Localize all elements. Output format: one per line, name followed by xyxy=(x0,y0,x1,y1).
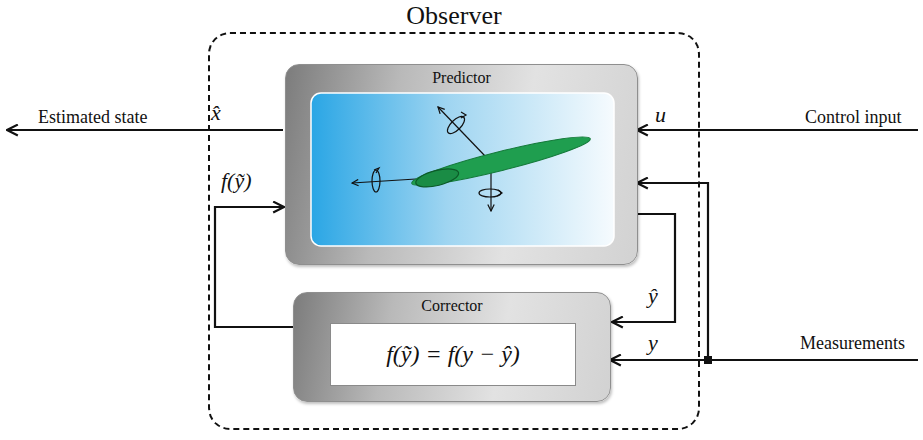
pitch-rotation xyxy=(445,114,468,137)
signal-name: ŷ xyxy=(648,283,658,309)
pitch-arrow xyxy=(461,112,466,118)
yaw-arrow xyxy=(497,190,502,196)
canopy xyxy=(414,165,460,190)
pitch-axis xyxy=(438,107,486,157)
signal-name: y xyxy=(648,330,658,356)
input-label: Measurements xyxy=(800,330,905,356)
signal-name: u xyxy=(655,102,666,128)
box-title: Predictor xyxy=(432,65,491,89)
aircraft-illustration xyxy=(286,65,639,266)
signal-arrow xyxy=(215,207,293,327)
yaw-rotation xyxy=(479,189,501,197)
output-label: Estimated state xyxy=(38,104,147,130)
signal-name: f(ỹ) xyxy=(221,168,252,194)
aircraft-body xyxy=(409,130,592,193)
input-wire xyxy=(637,129,918,131)
roll-axis xyxy=(352,179,416,183)
observer-boundary: Observer PredictorCorr xyxy=(208,32,700,430)
box-title: Corrector xyxy=(421,293,482,317)
formula-box: f(ỹ) = f(y − ŷ) xyxy=(330,323,576,386)
signal-name: x̂ xyxy=(211,100,221,126)
group-title: Observer xyxy=(406,1,501,31)
measurement-branch xyxy=(637,183,708,360)
roll-arrow xyxy=(374,168,379,173)
junction-dot xyxy=(704,356,712,364)
measurement-wire xyxy=(610,359,918,361)
estimate-wire xyxy=(7,129,283,131)
fuselage xyxy=(409,130,592,193)
corrector-box: Corrector f(ỹ) = f(y − ŷ) xyxy=(293,292,611,402)
roll-rotation xyxy=(372,170,380,192)
input-label: Control input xyxy=(805,104,902,130)
sky-panel xyxy=(311,93,614,246)
formula-text: f(ỹ) = f(y − ŷ) xyxy=(386,324,520,385)
predictor-box: Predictor xyxy=(285,64,638,265)
